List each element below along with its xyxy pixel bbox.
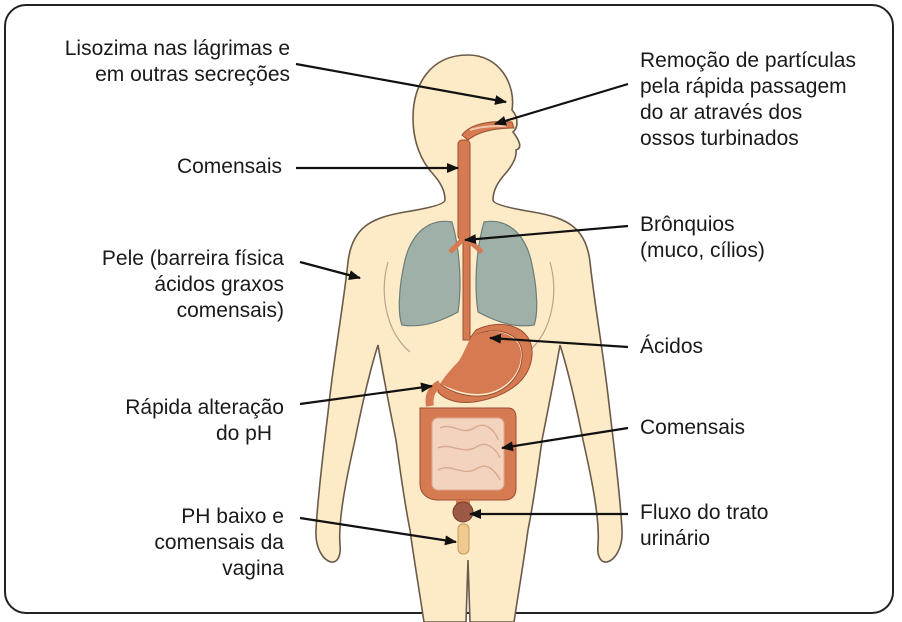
label-acids: Ácidos: [640, 335, 704, 358]
bladder: [452, 501, 474, 523]
esophagus: [462, 239, 471, 341]
duodenum: [425, 380, 443, 407]
arrow-skin: [299, 260, 361, 280]
arrow-particles: [494, 82, 629, 126]
label-skin: Pele (barreira física ácidos graxos come…: [101, 247, 284, 322]
arrow-commensals-gut: [501, 426, 629, 452]
turbinate: [469, 125, 507, 131]
arrow-lysozyme: [295, 62, 507, 105]
label-vagina: PH baixo e comensais da vagina: [154, 505, 284, 580]
label-commensals-nose: Comensais: [176, 155, 282, 178]
right-lung: [475, 220, 538, 327]
arrow-ph-change: [299, 382, 433, 406]
label-bronchi: Brônquios (muco, cílios): [640, 213, 765, 262]
label-ph-change: Rápida alteração do pH: [125, 396, 284, 445]
vagina-canal: [457, 523, 470, 555]
arrow-acids: [489, 333, 629, 349]
arrow-vagina: [299, 516, 457, 546]
arrows: [295, 62, 629, 546]
label-particles: Remoção de partículas pela rápida passag…: [640, 49, 856, 150]
stomach: [437, 323, 533, 403]
trachea: [457, 139, 471, 241]
small-intestine: [431, 417, 505, 491]
label-lysozyme: Lisozima nas lágrimas e em outras secreç…: [64, 37, 290, 86]
left-lung: [398, 220, 461, 327]
label-urinary: Fluxo do trato urinário: [640, 501, 769, 550]
label-commensals-gut: Comensais: [640, 416, 746, 439]
arrow-bronchi: [464, 224, 629, 245]
